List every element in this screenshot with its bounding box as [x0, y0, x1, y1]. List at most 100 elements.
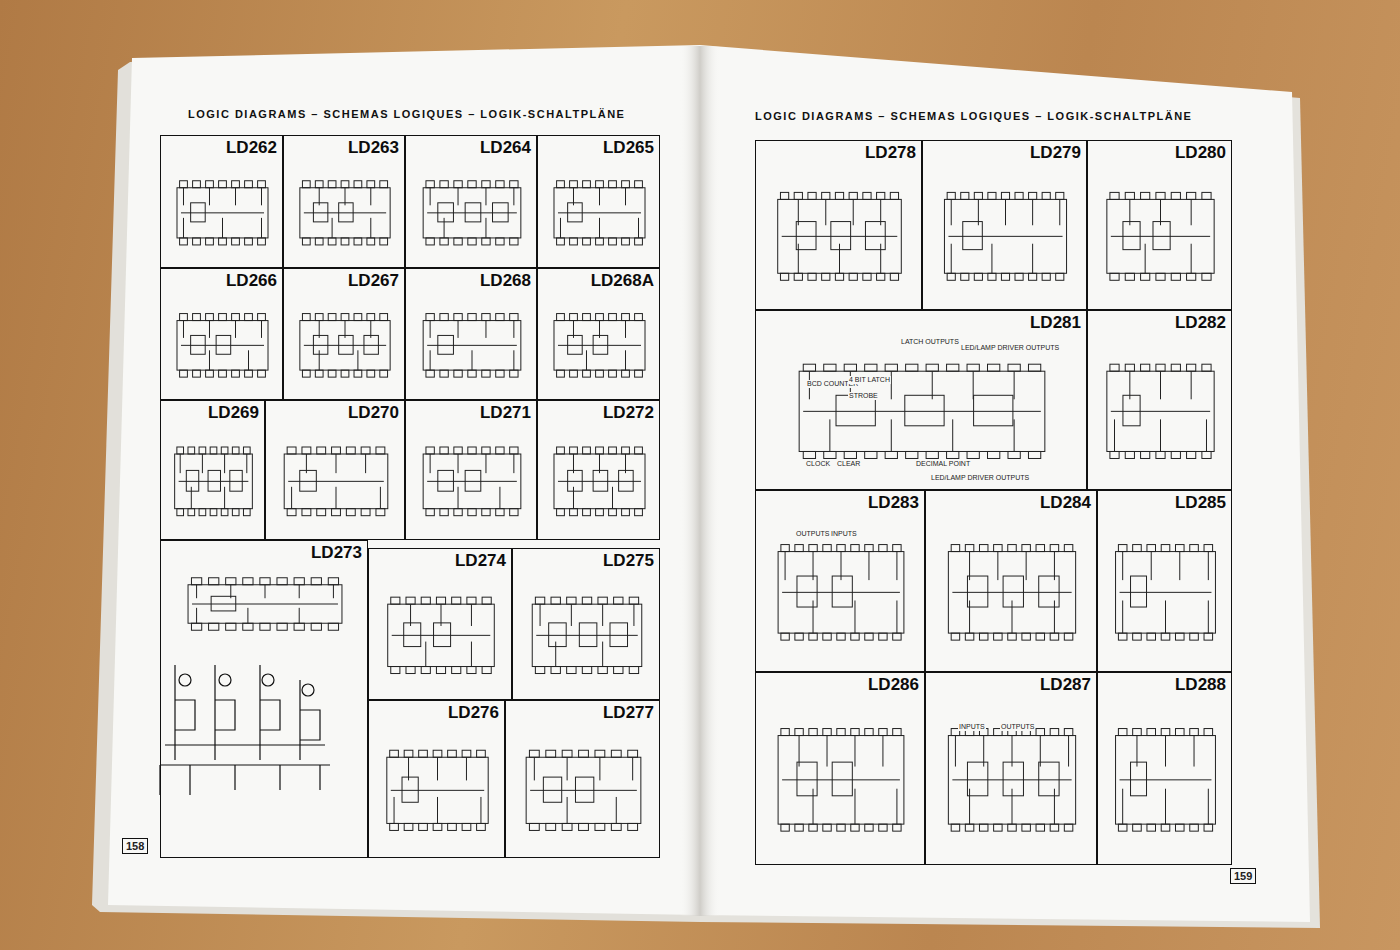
diagram-cell: LD280 [1087, 140, 1232, 310]
logic-diagram [756, 491, 926, 673]
logic-diagram [1098, 673, 1233, 866]
diagram-cell: LD273 [160, 540, 368, 858]
diagram-number: LD277 [603, 704, 654, 723]
diagram-cell: LD267 [283, 268, 405, 400]
logic-diagram [369, 701, 506, 859]
left-page [108, 45, 700, 915]
diagram-number: LD284 [1040, 494, 1091, 513]
diagram-cell: LD264 [405, 135, 537, 268]
page-number: 159 [1230, 868, 1256, 884]
diagram-cell: LD270 [265, 400, 405, 540]
diagram-number: LD278 [865, 144, 916, 163]
diagram-number: LD279 [1030, 144, 1081, 163]
diagram-number: LD280 [1175, 144, 1226, 163]
diagram-number: LD287 [1040, 676, 1091, 695]
diagram-cell: LD283 [755, 490, 925, 672]
pin-label: INPUTS [830, 530, 858, 538]
spine-shadow [680, 46, 720, 916]
diagram-cell: LD262 [160, 135, 283, 268]
pin-label: STROBE [848, 392, 879, 400]
diagram-number: LD282 [1175, 314, 1226, 333]
diagram-cell: LD285 [1097, 490, 1232, 672]
chip-sketch [177, 181, 268, 245]
chip-sketch [1116, 729, 1216, 832]
diagram-number: LD275 [603, 552, 654, 571]
pin-label: DECIMAL POINT [915, 460, 971, 468]
logic-diagram [1088, 141, 1233, 311]
diagram-cell: LD268 [405, 268, 537, 400]
diagram-cell: LD268A [537, 268, 660, 400]
chip-sketch [944, 192, 1066, 280]
diagram-number: LD271 [480, 404, 531, 423]
chip-sketch [554, 181, 645, 245]
logic-diagram [923, 141, 1088, 311]
pin-label: OUTPUTS [1000, 723, 1035, 731]
pin-label: 4 BIT LATCH [848, 376, 891, 384]
diagram-cell: LD277 [505, 700, 660, 858]
chip-sketch [1107, 364, 1214, 458]
pin-label: CLOCK [805, 460, 831, 468]
chip-sketch [188, 578, 342, 630]
chip-sketch [177, 314, 268, 378]
chip-sketch [526, 750, 641, 830]
page-heading: LOGIC DIAGRAMS – SCHEMAS LOGIQUES – LOGI… [755, 110, 1192, 122]
diagram-number: LD270 [348, 404, 399, 423]
diagram-number: LD264 [480, 139, 531, 158]
chip-sketch [1116, 545, 1216, 641]
pin-label: LATCH OUTPUTS [900, 338, 960, 346]
diagram-cell: LD278 [755, 140, 922, 310]
diagram-cell: LD271 [405, 400, 537, 540]
logic-diagram [756, 673, 926, 866]
diagram-number: LD265 [603, 139, 654, 158]
chip-sketch [387, 750, 488, 830]
logic-diagram [1088, 311, 1233, 491]
diagram-number: LD269 [208, 404, 259, 423]
logic-diagram [1098, 491, 1233, 673]
diagram-cell: LD279 [922, 140, 1087, 310]
diagram-cell: LD282 [1087, 310, 1232, 490]
diagram-cell: LD276 [368, 700, 505, 858]
diagram-cell: LD288 [1097, 672, 1232, 865]
diagram-number: LD285 [1175, 494, 1226, 513]
chip-sketch [799, 364, 1045, 458]
diagram-number: LD272 [603, 404, 654, 423]
pin-label: CLEAR [836, 460, 861, 468]
chip-sketch [1107, 192, 1214, 280]
diagram-cell: LD266 [160, 268, 283, 400]
pin-label: INPUTS [958, 723, 986, 731]
diagram-cell: LD287 [925, 672, 1097, 865]
gate-network [160, 665, 330, 795]
diagram-number: LD268A [591, 272, 654, 291]
chip-sketch [778, 192, 902, 280]
chip-sketch [778, 729, 904, 832]
pin-label: OUTPUTS [795, 530, 830, 538]
logic-diagram [513, 549, 661, 701]
chip-sketch [532, 597, 642, 673]
diagram-cell: LD275 [512, 548, 660, 700]
diagram-number: LD274 [455, 552, 506, 571]
page-heading: LOGIC DIAGRAMS – SCHEMAS LOGIQUES – LOGI… [188, 108, 625, 120]
diagram-number: LD276 [448, 704, 499, 723]
diagram-number: LD283 [868, 494, 919, 513]
diagram-cell: LD263 [283, 135, 405, 268]
logic-diagram [369, 549, 513, 701]
chip-sketch [300, 181, 390, 245]
diagram-number: LD263 [348, 139, 399, 158]
diagram-number: LD267 [348, 272, 399, 291]
chip-sketch [423, 447, 521, 516]
chip-sketch [300, 314, 390, 378]
diagram-number: LD273 [311, 544, 362, 563]
diagram-cell: LD286 [755, 672, 925, 865]
pin-label: LED/LAMP DRIVER OUTPUTS [960, 344, 1060, 352]
chip-sketch [554, 447, 645, 516]
diagram-number: LD286 [868, 676, 919, 695]
chip-sketch [948, 545, 1075, 641]
chip-sketch [948, 729, 1075, 832]
diagram-number: LD266 [226, 272, 277, 291]
chip-sketch [554, 314, 645, 378]
diagram-cell: LD284 [925, 490, 1097, 672]
chip-sketch [175, 447, 253, 516]
diagram-number: LD262 [226, 139, 277, 158]
pin-label: LED/LAMP DRIVER OUTPUTS [930, 474, 1030, 482]
